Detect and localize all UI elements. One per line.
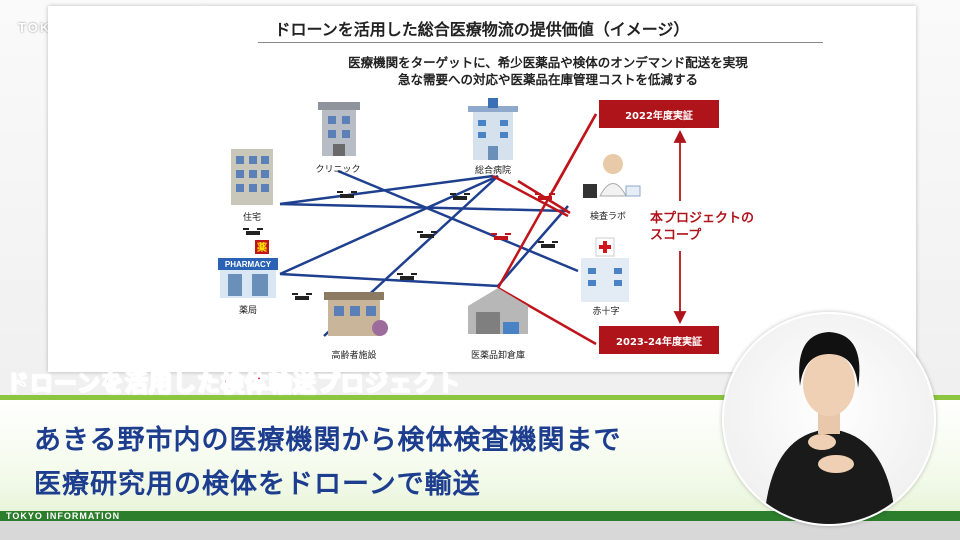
node-label-clinic: クリニック	[315, 165, 361, 175]
slide: ドローンを活用した総合医療物流の提供価値（イメージ） 医療機関をターゲットに、希…	[48, 6, 916, 372]
slide-title: ドローンを活用した総合医療物流の提供価値（イメージ）	[274, 20, 690, 39]
warehouse-icon	[468, 288, 528, 334]
subtitle-line-2: 急な需要への対応や医薬品在庫管理コストを低減する	[397, 72, 698, 87]
red-cross-hospital-icon	[581, 237, 629, 302]
svg-text:薬: 薬	[256, 241, 268, 254]
node-label-redcross: 赤十字	[592, 307, 620, 317]
subtitle-line-1: 医療機関をターゲットに、希少医薬品や検体のオンデマンド配送を実現	[348, 55, 748, 70]
slide-subtitle: 医療機関をターゲットに、希少医薬品や検体のオンデマンド配送を実現 急な需要への対…	[298, 54, 798, 88]
node-label-elderly: 高齢者施設	[331, 351, 377, 361]
phase-2022-badge: 2022年度実証	[599, 100, 719, 128]
sign-language-interpreter	[722, 312, 936, 526]
title-divider	[258, 42, 823, 43]
footer-program-label: TOKYO INFORMATION	[6, 511, 121, 521]
route-hospital-lab	[492, 174, 569, 218]
home-icon	[231, 149, 273, 205]
route-pharmacy-lab-long	[279, 272, 499, 288]
route-lab-2022	[551, 113, 598, 192]
route-warehouse-hospital-blue	[497, 205, 569, 287]
route-warehouse-2023	[497, 286, 597, 346]
node-label-warehouse: 医薬品卸倉庫	[470, 351, 525, 361]
drone-icon	[450, 193, 470, 200]
elderly-facility-icon	[324, 292, 388, 336]
clinic-icon	[318, 102, 360, 156]
drone-icon	[417, 231, 437, 238]
phase-2023-badge: 2023-24年度実証	[599, 326, 719, 354]
route-home-lab	[279, 202, 569, 213]
lab-icon	[583, 154, 641, 198]
drone-icon	[292, 293, 312, 300]
hospital-icon	[468, 98, 518, 160]
drone-icon	[243, 228, 263, 235]
interpreter-figure-icon	[764, 332, 896, 524]
scope-line-2: スコープ	[650, 228, 702, 243]
scope-line-1: 本プロジェクトの	[650, 211, 755, 226]
bottom-strip	[0, 521, 960, 540]
caption-line-2: 医療研究用の検体をドローンで輸送	[34, 469, 481, 500]
svg-text:PHARMACY: PHARMACY	[225, 260, 272, 269]
footer-bar	[0, 511, 960, 521]
drone-icon	[538, 241, 558, 248]
drone-icons	[243, 191, 558, 300]
drone-icon	[535, 193, 555, 200]
node-label-lab: 検査ラボ	[589, 212, 626, 222]
drone-icon	[337, 191, 357, 198]
route-diagram: PHARMACY 薬	[218, 98, 687, 346]
project-scope-label: 本プロジェクトの スコープ	[650, 210, 754, 244]
caption-line-1: あきる野市内の医療機関から検体検査機関まで	[34, 425, 622, 456]
node-label-pharmacy: 薬局	[238, 306, 257, 316]
route-pharmacy-hospital	[279, 174, 499, 276]
drone-icon	[491, 233, 511, 240]
node-label-home: 住宅	[242, 213, 261, 223]
node-label-hospital: 総合病院	[474, 166, 511, 176]
pharmacy-icon: PHARMACY 薬	[218, 240, 278, 298]
route-clinic-redcross	[337, 169, 579, 273]
drone-icon	[397, 273, 417, 280]
topic-headline: ドローンを活用した検体輸送プロジェクト	[5, 370, 461, 397]
